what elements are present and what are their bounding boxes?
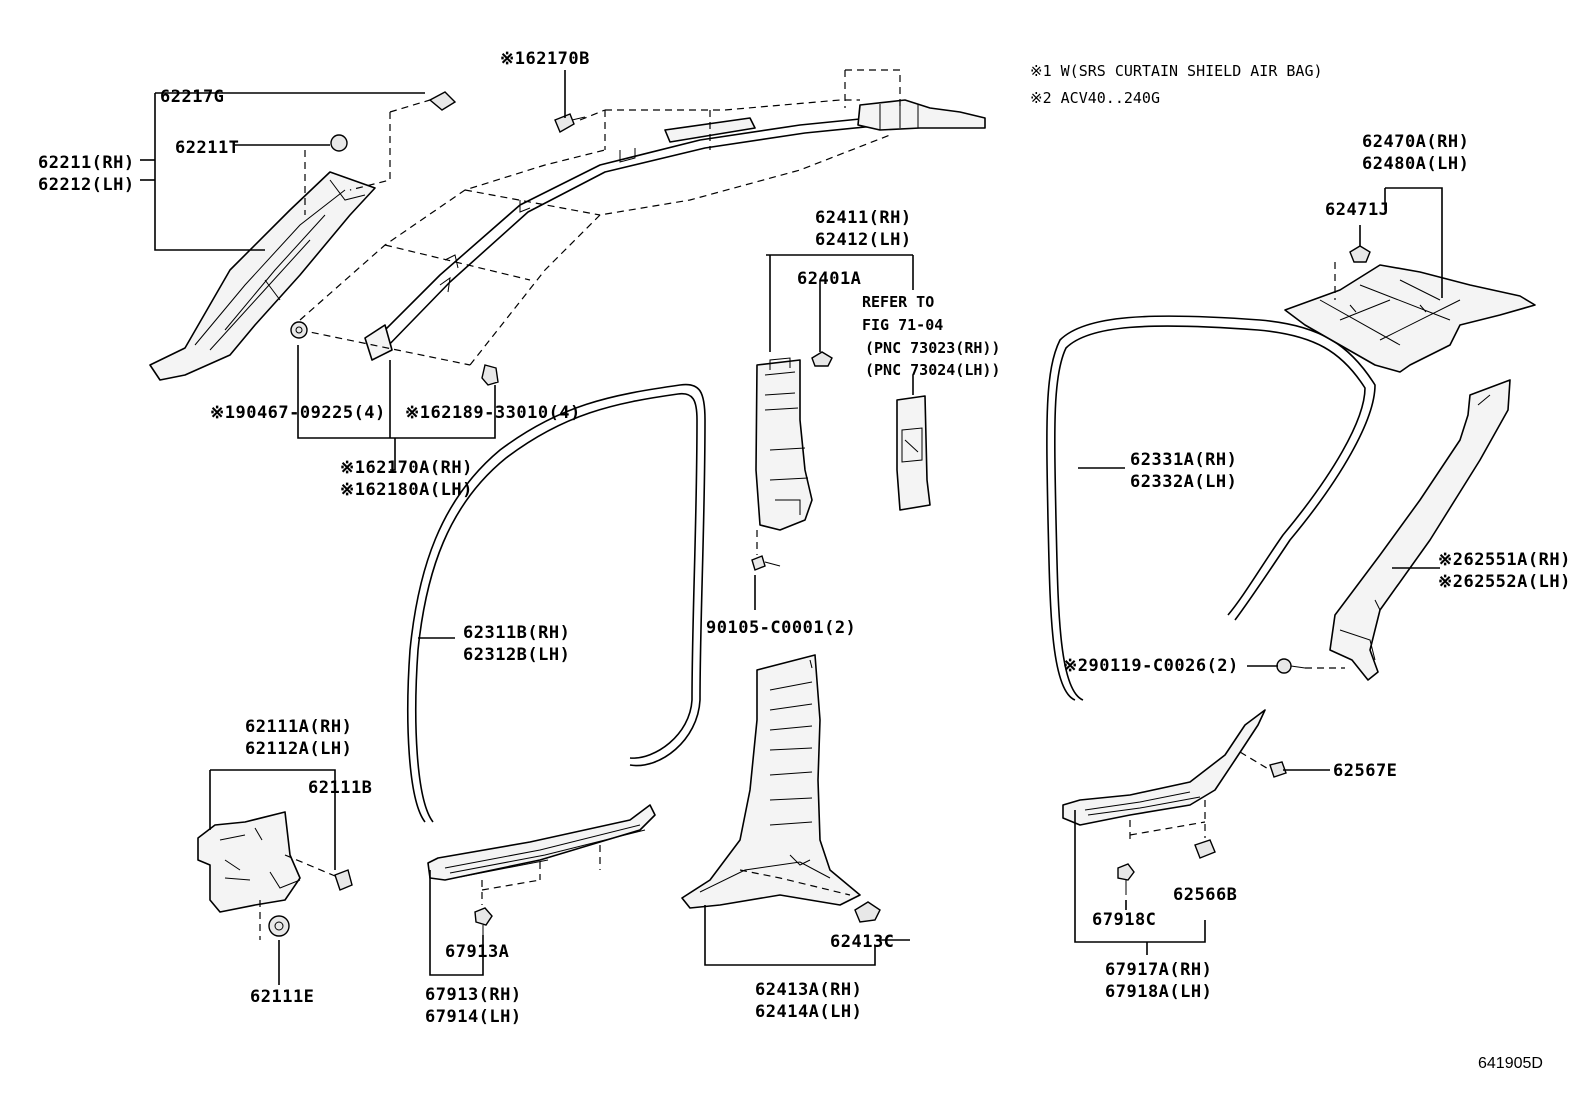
label-62566b: 62566B bbox=[1173, 885, 1237, 905]
label-62551a-rh: ※262551A(RH) bbox=[1438, 550, 1571, 570]
label-62413a-rh: 62413A(RH) bbox=[755, 980, 862, 1000]
label-67913a: 67913A bbox=[445, 942, 509, 962]
label-67917a-rh: 67917A(RH) bbox=[1105, 960, 1212, 980]
note-model-code: ※2 ACV40..240G bbox=[1030, 89, 1160, 107]
a-pillar-garnish[interactable] bbox=[149, 171, 376, 381]
label-62112a-lh: 62112A(LH) bbox=[245, 739, 352, 759]
label-67913-rh: 67913(RH) bbox=[425, 985, 522, 1005]
screw-90119[interactable] bbox=[1276, 658, 1306, 674]
label-62170a-rh: ※162170A(RH) bbox=[340, 458, 473, 478]
label-62413c: 62413C bbox=[830, 932, 894, 952]
label-62211t: 62211T bbox=[175, 138, 239, 158]
label-62401a: 62401A bbox=[797, 269, 861, 289]
clip-62566b[interactable] bbox=[1194, 839, 1216, 859]
bolt-62170b[interactable] bbox=[554, 113, 586, 134]
label-62211-rh: 62211(RH) bbox=[38, 153, 135, 173]
label-62480a-lh: 62480A(LH) bbox=[1362, 154, 1469, 174]
refer-line-4: (PNC 73024(LH)) bbox=[865, 361, 1000, 379]
clip-62189[interactable] bbox=[481, 364, 499, 386]
label-67914-lh: 67914(LH) bbox=[425, 1007, 522, 1027]
label-62312b-lh: 62312B(LH) bbox=[463, 645, 570, 665]
clip-62567e[interactable] bbox=[1269, 761, 1287, 778]
b-pillar-upper-garnish[interactable] bbox=[755, 357, 813, 531]
screw-90105[interactable] bbox=[751, 555, 781, 571]
label-62217g: 62217G bbox=[160, 87, 224, 107]
front-door-weatherstrip[interactable] bbox=[407, 383, 706, 823]
clip-62471j[interactable] bbox=[1349, 245, 1371, 263]
clip-62413c[interactable] bbox=[854, 901, 881, 923]
label-62111e: 62111E bbox=[250, 987, 314, 1007]
refer-line-3: (PNC 73023(RH)) bbox=[865, 339, 1000, 357]
clip-62211t[interactable] bbox=[330, 134, 348, 152]
figure-id: 641905D bbox=[1478, 1055, 1543, 1072]
label-90119-c0026: ※290119-C0026(2) bbox=[1063, 656, 1239, 676]
label-62111b: 62111B bbox=[308, 778, 372, 798]
front-scuff-plate[interactable] bbox=[427, 804, 656, 881]
label-62111a-rh: 62111A(RH) bbox=[245, 717, 352, 737]
b-pillar-lower-garnish[interactable] bbox=[681, 654, 861, 909]
seatbelt-adjuster-ref[interactable] bbox=[896, 395, 931, 511]
label-62414a-lh: 62414A(LH) bbox=[755, 1002, 862, 1022]
label-62212-lh: 62212(LH) bbox=[38, 175, 135, 195]
label-62311b-rh: 62311B(RH) bbox=[463, 623, 570, 643]
refer-line-2: FIG 71-04 bbox=[862, 316, 943, 334]
refer-line-1: REFER TO bbox=[862, 293, 934, 311]
clip-62217g[interactable] bbox=[428, 91, 457, 111]
clip-67913a[interactable] bbox=[474, 907, 493, 935]
label-62411-rh: 62411(RH) bbox=[815, 208, 912, 228]
label-62552a-lh: ※262552A(LH) bbox=[1438, 572, 1571, 592]
label-67918a-lh: 67918A(LH) bbox=[1105, 982, 1212, 1002]
curtain-airbag-assembly[interactable] bbox=[364, 99, 986, 361]
label-62189-33010: ※162189-33010(4) bbox=[405, 403, 581, 423]
clip-67918c[interactable] bbox=[1117, 863, 1135, 895]
label-90467-09225: ※190467-09225(4) bbox=[210, 403, 386, 423]
label-62567e: 62567E bbox=[1333, 761, 1397, 781]
nut-90467[interactable] bbox=[290, 321, 308, 339]
clip-62111b[interactable] bbox=[334, 869, 353, 891]
label-62180a-lh: ※162180A(LH) bbox=[340, 480, 473, 500]
label-62332a-lh: 62332A(LH) bbox=[1130, 472, 1237, 492]
label-67918c: 67918C bbox=[1092, 910, 1156, 930]
clip-62401a[interactable] bbox=[811, 351, 833, 367]
label-62412-lh: 62412(LH) bbox=[815, 230, 912, 250]
quarter-trim-upper[interactable] bbox=[1284, 264, 1536, 373]
label-62471j: 62471J bbox=[1325, 200, 1389, 220]
cowl-side-trim[interactable] bbox=[197, 811, 301, 913]
note-curtain-airbag: ※1 W(SRS CURTAIN SHIELD AIR BAG) bbox=[1030, 62, 1323, 80]
label-62170b: ※162170B bbox=[500, 49, 590, 69]
label-62331a-rh: 62331A(RH) bbox=[1130, 450, 1237, 470]
rear-scuff-plate[interactable] bbox=[1062, 709, 1266, 826]
quarter-trim-lower[interactable] bbox=[1329, 379, 1511, 681]
label-62470a-rh: 62470A(RH) bbox=[1362, 132, 1469, 152]
clip-62111e[interactable] bbox=[268, 915, 290, 937]
rear-door-weatherstrip[interactable] bbox=[1046, 315, 1376, 701]
label-90105-c0001: 90105-C0001(2) bbox=[706, 618, 856, 638]
